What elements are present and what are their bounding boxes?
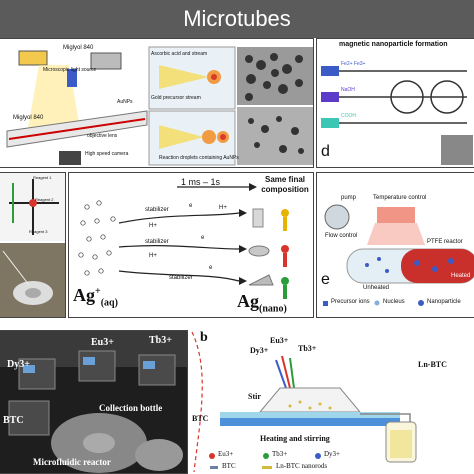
unheated-label: Unheated (363, 285, 390, 291)
electron-label-3: e (209, 265, 213, 271)
legend-eu: Eu3+ (218, 450, 234, 458)
temperature-control-label: Temperature control (373, 195, 427, 201)
panel-a-gold-synthesis: Miglyol 840 Microscopic light source AuN… (0, 38, 314, 168)
gold-precursor-label: Gold precursor stream (151, 95, 201, 101)
reaction-droplets-label: Reaction droplets containing AuNPs (159, 155, 239, 161)
legend-precursor: Precursor ions (331, 299, 370, 305)
ascorbic-label: Ascorbic acid and stream (151, 51, 208, 57)
ion-tb-label: Tb3+ (298, 344, 317, 353)
panel-e-letter: e (321, 271, 330, 288)
aunps-label: AuNPs (117, 99, 133, 105)
slide-title: Microtubes (183, 6, 291, 31)
reagent-1-label: Reagent 1 (33, 175, 52, 180)
legend-ln-btc: Ln-BTC nanorods (276, 462, 328, 470)
panel-d-illustration (321, 66, 473, 165)
heated-label: Heated (451, 273, 471, 279)
panel-d-title: magnetic nanoparticle formation (339, 41, 448, 48)
stabilizer-label-2: stabilizer (145, 239, 169, 245)
reagent-naoh: NaOH (341, 87, 355, 93)
ion-eu-label: Eu3+ (270, 336, 289, 345)
tb-label: Tb3+ (149, 335, 172, 346)
btc-label: BTC (3, 415, 24, 426)
btc-input-label: BTC (192, 414, 209, 423)
heating-label: Heating and stirring (260, 434, 330, 443)
dy-label: Dy3+ (7, 359, 30, 370)
stabilizer-label-1: stabilizer (145, 207, 169, 213)
panel-c-silver-reduction: 1 ms – 1s Same final composition stabili… (68, 172, 314, 318)
reactor-photo (0, 331, 187, 473)
reagent-channel-photo (0, 173, 65, 241)
composition-label: Same final composition (261, 175, 309, 194)
slide-header: Microtubes (0, 0, 474, 38)
stabilizer-label-3: stabilizer (169, 275, 193, 281)
reagent-2-label: Reagent 2 (35, 197, 54, 202)
reagent-3-label: Reagent 3 (29, 229, 48, 234)
reagent-fe: Fe2+ Fe3+ (341, 61, 366, 67)
microfluidic-reactor-label: Microfluidic reactor (33, 457, 111, 467)
proton-label-1: H+ (219, 205, 227, 211)
camera-label: High speed camera (85, 151, 129, 157)
proton-label-3: H+ (149, 253, 157, 259)
light-source-label: Microscopic light source (43, 67, 97, 73)
panel-b-ln-btc: b Eu3+ Dy3+ Tb3+ Stir Ln-BTC BTC Heating… (190, 330, 474, 474)
reagent-cooh: COOH (341, 113, 356, 119)
proton-label-2: H+ (149, 223, 157, 229)
flow-control-label: Flow control (325, 233, 358, 239)
legend-dy: Dy3+ (324, 450, 341, 458)
miglyol-bottom-label: Miglyol 840 (13, 115, 44, 121)
lab-setup-photo (0, 243, 65, 317)
legend-tb: Tb3+ (272, 450, 288, 458)
panel-b-illustration (191, 331, 417, 473)
panel-b-letter: b (200, 330, 208, 345)
panel-c-photos: Reagent 1 Reagent 2 Reagent 3 (0, 172, 66, 318)
ln-btc-label: Ln-BTC (418, 360, 447, 369)
electron-label-1: e (189, 203, 193, 209)
stir-label: Stir (248, 392, 261, 401)
time-label: 1 ms – 1s (181, 177, 221, 187)
electron-label-2: e (201, 235, 205, 241)
pump-label: pump (341, 195, 357, 201)
eu-label: Eu3+ (91, 337, 114, 348)
legend-nucleus: Nucleus (383, 299, 405, 305)
reactor-label: PTFE reactor (427, 239, 463, 245)
panel-a-illustration (6, 46, 313, 166)
reactant-formula: Ag+(aq) (73, 285, 118, 309)
objective-label: objective lens (87, 133, 118, 139)
legend-btc: BTC (222, 462, 236, 470)
legend-nanoparticle: Nanoparticle (427, 299, 461, 305)
collection-bottle-label: Collection bottle (99, 403, 163, 413)
panel-microfluidic-photo: Eu3+ Tb3+ Dy3+ BTC Collection bottle Mic… (0, 330, 188, 474)
panel-c-illustration (78, 183, 289, 299)
ion-dy-label: Dy3+ (250, 346, 269, 355)
panel-e-heated-reactor: pump Temperature control Flow control PT… (316, 172, 474, 318)
product-formula: Ag(nano) (237, 291, 287, 315)
panel-e-illustration (323, 204, 474, 306)
miglyol-top-label: Miglyol 840 (63, 45, 94, 51)
panel-d-letter: d (321, 143, 330, 160)
panel-d-magnetic: magnetic nanoparticle formation Fe2+ Fe3… (316, 38, 474, 168)
